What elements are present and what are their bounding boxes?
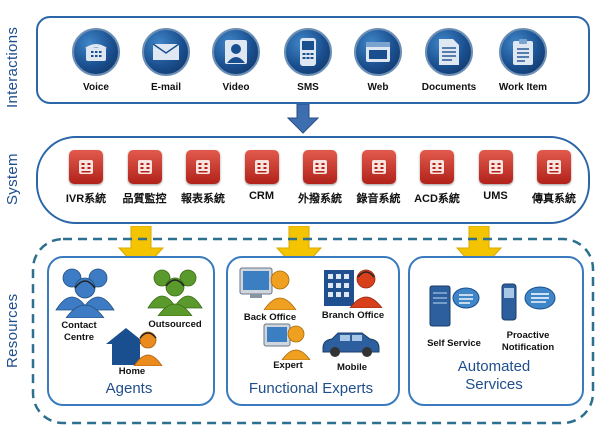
email-item: E-mail	[134, 28, 198, 93]
back-office-icon	[239, 267, 297, 310]
contact-centre-people-icon	[55, 268, 115, 318]
clipboard-icon	[499, 28, 547, 76]
documents-item: Documents	[414, 28, 484, 93]
mobile-phone-icon	[284, 28, 332, 76]
mobile-label: Mobile	[336, 362, 368, 373]
system-item-label: ACD系統	[414, 193, 460, 205]
report-icon	[186, 150, 220, 184]
envelope-icon	[142, 28, 190, 76]
sms-item: SMS	[276, 28, 340, 93]
video-label: Video	[222, 82, 250, 93]
automated-services-title: Automated Services	[457, 358, 531, 393]
system-item-recording: 錄音系統	[351, 150, 407, 206]
proactive-notification-label: Proactive Notification	[501, 330, 555, 353]
resources-dashed-frame	[31, 237, 595, 425]
system-item-quality-monitoring: 品質監控	[117, 150, 173, 206]
ums-icon	[478, 150, 513, 184]
crm-people-icon	[244, 150, 279, 184]
back-office-label: Back Office	[243, 312, 297, 323]
email-label: E-mail	[150, 82, 181, 93]
contact-centre-label: Contact Centre	[61, 320, 97, 343]
system-item-label: 品質監控	[122, 193, 167, 205]
home-label: Home	[118, 366, 146, 377]
fax-icon	[537, 150, 571, 184]
video-item: Video	[204, 28, 268, 93]
sms-label: SMS	[297, 82, 319, 93]
system-item-label: IVR系統	[65, 193, 107, 205]
document-icon	[425, 28, 473, 76]
video-person-icon	[212, 28, 260, 76]
system-item-label: CRM	[248, 190, 275, 202]
proactive-notification-phone-icon	[501, 283, 556, 321]
system-item-label: 報表系統	[181, 193, 225, 205]
branch-office-icon	[324, 269, 383, 308]
agents-title: Agents	[105, 380, 153, 397]
documents-label: Documents	[421, 82, 477, 93]
system-item-report: 報表系統	[175, 150, 231, 206]
system-section-label: System	[4, 153, 21, 205]
acd-icon	[420, 150, 454, 184]
branch-office-label: Branch Office	[321, 310, 385, 321]
outbound-phone-icon	[303, 150, 337, 184]
expert-label: Expert	[273, 360, 303, 371]
work-item-label: Work Item	[498, 82, 548, 93]
resources-section-label: Resources	[4, 293, 21, 368]
car-icon	[322, 332, 380, 357]
expert-icon	[263, 323, 311, 360]
voice-item: Voice	[64, 28, 128, 93]
quality-monitoring-icon	[127, 150, 162, 184]
interactions-section-label: Interactions	[4, 26, 21, 108]
self-service-label: Self Service	[427, 338, 481, 349]
system-item-ums: UMS	[468, 150, 524, 202]
self-service-server-icon	[429, 285, 480, 327]
system-item-label: 傳真系統	[532, 193, 576, 205]
ivr-keypad-icon	[69, 150, 103, 184]
system-item-ivr: IVR系統	[58, 150, 114, 206]
system-item-label: 錄音系統	[356, 193, 401, 205]
system-item-fax: 傳真系統	[526, 150, 582, 206]
web-item: Web	[346, 28, 410, 93]
outsourced-people-icon	[147, 269, 203, 316]
voice-label: Voice	[83, 82, 109, 93]
recording-icon	[361, 150, 396, 184]
system-item-outbound: 外撥系統	[292, 150, 348, 206]
functional-experts-title: Functional Experts	[248, 380, 374, 397]
down-arrow-icon	[287, 104, 319, 134]
work-item-item: Work Item	[488, 28, 558, 93]
home-agent-icon	[106, 328, 163, 366]
system-item-label: UMS	[483, 190, 508, 202]
outsourced-label: Outsourced	[148, 319, 202, 330]
automated-services-box	[408, 256, 584, 406]
phone-icon	[72, 28, 120, 76]
web-browser-icon	[354, 28, 402, 76]
system-item-label: 外撥系統	[298, 193, 342, 205]
system-item-crm: CRM	[234, 150, 290, 202]
system-item-acd: ACD系統	[409, 150, 465, 206]
web-label: Web	[367, 82, 389, 93]
